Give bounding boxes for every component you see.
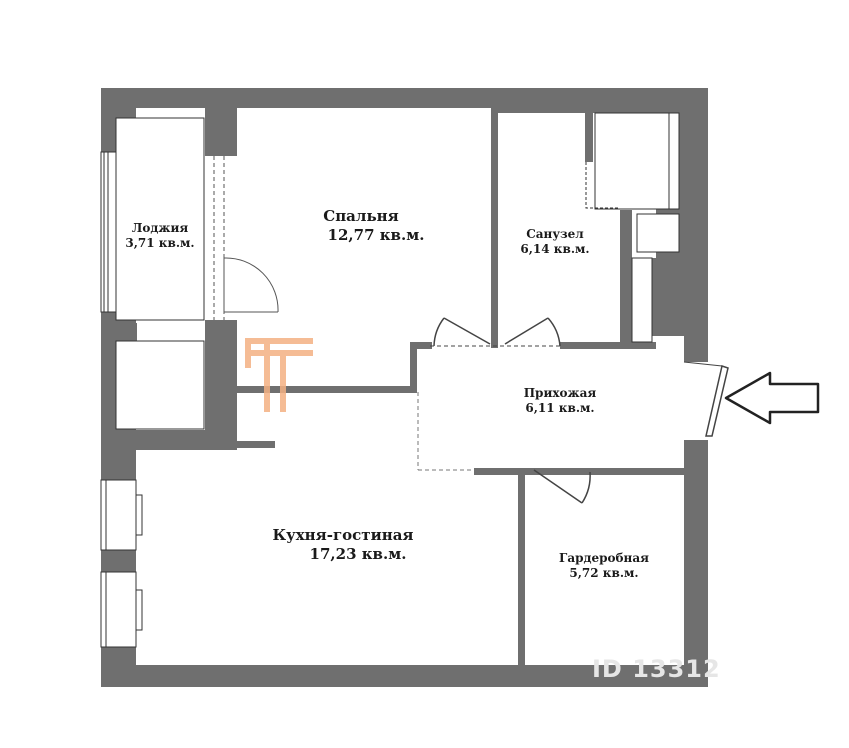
wardrobe-door (533, 469, 591, 504)
hallway-outline (417, 392, 474, 471)
room-label-loggia: Лоджия 3,71 кв.м. (118, 221, 202, 251)
room-area: 17,23 кв.м. (309, 544, 407, 563)
entrance-door (683, 361, 729, 437)
loggia-floor (115, 117, 205, 321)
loggia-window (100, 151, 117, 313)
watermark: ID 13312 (592, 655, 721, 683)
hallway-doors (430, 317, 561, 347)
room-label-kitchen: Кухня-гостиная 17,23 кв.м. (258, 526, 428, 564)
agency-logo-icon (245, 338, 313, 412)
room-area: 6,11 кв.м. (525, 401, 595, 415)
room-label-hallway: Прихожая 6,11 кв.м. (505, 386, 615, 416)
room-name: Санузел (526, 227, 584, 241)
room-area: 6,14 кв.м. (520, 242, 590, 256)
room-name: Спальня (323, 207, 399, 225)
room-name: Кухня-гостиная (272, 526, 414, 544)
room-area: 12,77 кв.м. (327, 225, 425, 244)
room-name: Гардеробная (559, 551, 649, 565)
room-name: Лоджия (131, 221, 189, 235)
room-area: 5,72 кв.м. (569, 566, 639, 580)
entrance-arrow-icon (724, 371, 820, 425)
room-label-wardrobe: Гардеробная 5,72 кв.м. (548, 551, 660, 581)
loggia-lower-floor (115, 340, 205, 430)
kitchen-windows (100, 479, 143, 648)
room-area: 3,71 кв.м. (125, 236, 195, 250)
balcony-door (213, 156, 279, 320)
bathroom-fixtures (585, 112, 680, 343)
room-label-bedroom: Спальня 12,77 кв.м. (296, 207, 426, 245)
room-name: Прихожая (523, 386, 597, 400)
room-label-bathroom: Санузел 6,14 кв.м. (505, 227, 605, 257)
partitions (237, 108, 684, 665)
